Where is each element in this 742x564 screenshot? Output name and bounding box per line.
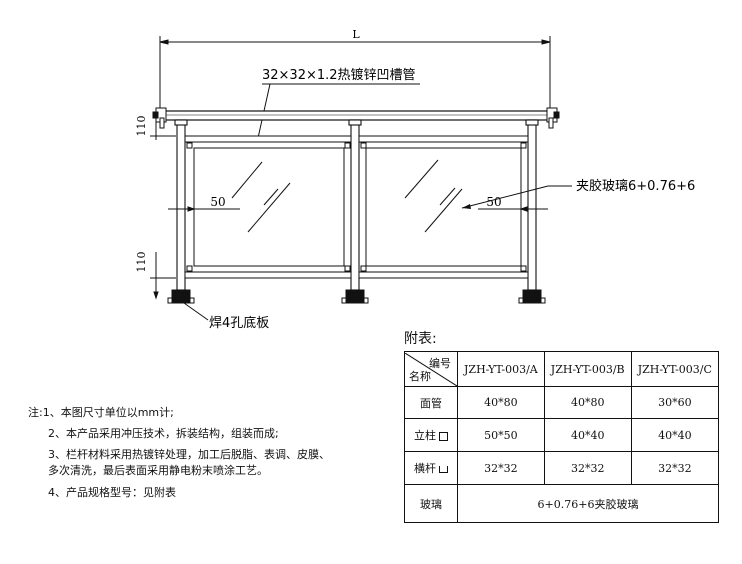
right-offset-dimension [478, 200, 548, 218]
base-plate-middle [341, 289, 369, 304]
note-line: 注:1、本图尺寸单位以mm计; [28, 406, 174, 419]
bottom-height-dimension [150, 252, 176, 300]
glass-panel-right [365, 147, 522, 267]
base-plate-leader [183, 302, 209, 321]
column-header: JZH-YT-003/B [543, 351, 632, 387]
table-cell: 30*60 [630, 386, 720, 419]
row-name: 立柱 [414, 429, 436, 442]
table-cell: 32*32 [630, 451, 720, 485]
row-name-cell: 横杆 [404, 451, 458, 485]
left-offset-dimension [168, 200, 240, 218]
base-plate-left [167, 289, 195, 304]
table-row: 横杆 32*32 32*32 32*32 [404, 451, 720, 485]
table-row: 立柱 50*50 40*40 40*40 [404, 418, 720, 452]
base-plate-right [518, 289, 546, 304]
rail-end-clamp-left [152, 107, 167, 129]
column-header: JZH-YT-003/C [630, 351, 720, 387]
top-rail [164, 110, 550, 121]
table-cell: 40*40 [630, 418, 720, 452]
overall-dimension [159, 36, 551, 112]
row-name: 玻璃 [404, 484, 458, 523]
row-name: 横杆 [414, 462, 436, 475]
row-name: 面管 [404, 386, 458, 419]
note-line: 4、产品规格型号：见附表 [48, 486, 176, 499]
corner-label-code: 编号 [429, 356, 451, 370]
table-corner-cell: 编号 名称 [404, 351, 458, 387]
channel-tube-icon [439, 465, 448, 473]
corner-label-name: 名称 [409, 369, 431, 383]
note-line: 3、栏杆材料采用热镀锌处理，加工后脱脂、表调、皮膜、 [48, 448, 330, 461]
column-header: JZH-YT-003/A [457, 351, 545, 387]
table-cell: 32*32 [543, 451, 632, 485]
spec-table: 编号 名称 JZH-YT-003/A JZH-YT-003/B JZH-YT-0… [404, 351, 720, 523]
table-cell: 40*80 [457, 386, 545, 419]
table-row: 玻璃 6+0.76+6夹胶玻璃 [404, 484, 719, 523]
table-cell: 40*40 [543, 418, 632, 452]
note-line: 多次清洗，最后表面采用静电粉末喷涂工艺。 [48, 464, 268, 477]
rail-end-clamp-right [546, 107, 560, 129]
glass-label: 夹胶玻璃6+0.76+6 [576, 178, 695, 194]
table-cell: 6+0.76+6夹胶玻璃 [457, 484, 719, 523]
top-height-label: 110 [135, 116, 148, 137]
lower-crossbar [184, 271, 529, 279]
top-height-dimension [150, 111, 176, 140]
glass-leader [461, 185, 549, 209]
post-middle [348, 119, 362, 291]
glass-leader-arrow [462, 204, 471, 209]
bottom-height-label: 110 [135, 252, 148, 273]
base-plate-label: 焊4孔底板 [209, 315, 269, 331]
table-row: 面管 40*80 40*80 30*60 [404, 386, 720, 419]
glass-panel-left [193, 147, 345, 267]
table-title: 附表: [404, 331, 437, 347]
table-cell: 32*32 [457, 451, 545, 485]
top-rail-label: 32×32×1.2热镀锌凹槽管 [262, 67, 416, 83]
table-cell: 50*50 [457, 418, 545, 452]
glass-clips [186, 142, 527, 272]
row-name-cell: 立柱 [404, 418, 458, 452]
table-cell: 40*80 [543, 386, 632, 419]
upper-crossbar [184, 135, 529, 143]
left-offset-label: 50 [210, 195, 225, 209]
right-offset-label: 50 [486, 195, 501, 209]
square-tube-icon [439, 431, 448, 441]
overall-dimension-label: L [352, 28, 360, 41]
note-line: 2、本产品采用冲压技术，拆装结构，组装而成; [48, 427, 279, 440]
